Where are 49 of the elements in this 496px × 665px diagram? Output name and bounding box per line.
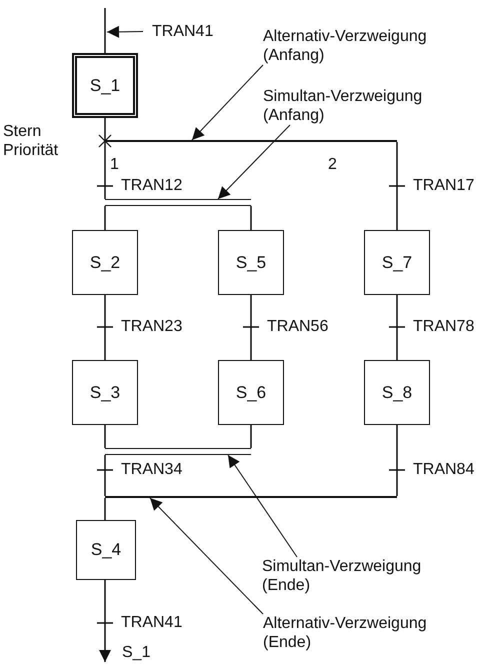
step-box: S_4 — [76, 520, 136, 580]
step-box: S_7 — [364, 230, 430, 295]
double-branch-line — [105, 199, 251, 206]
jump-target-label: S_1 — [122, 643, 162, 662]
flow-line — [104, 142, 106, 199]
step-box: S_5 — [218, 230, 284, 295]
step-box: S_8 — [364, 360, 430, 425]
transition-label: TRAN41 — [152, 22, 222, 41]
flow-line — [396, 142, 398, 230]
flow-line — [104, 455, 106, 496]
branch-number: 2 — [328, 155, 338, 174]
flow-line — [396, 295, 398, 360]
flow-line — [104, 118, 106, 140]
double-branch-line — [105, 448, 251, 455]
callout-text: Alternativ-Verzweigung (Anfang) — [263, 27, 468, 65]
flow-arrow — [99, 580, 111, 662]
flow-line — [104, 8, 106, 53]
flow-line — [104, 498, 106, 520]
branch-number: 1 — [110, 155, 120, 174]
flow-line — [250, 425, 252, 448]
transition-label: TRAN41 — [121, 613, 182, 632]
branch-line — [105, 496, 397, 498]
step-box: S_3 — [72, 360, 138, 425]
transition-label: TRAN12 — [121, 176, 182, 195]
transition-label: TRAN34 — [121, 460, 182, 479]
initial-step-box: S_1 — [72, 53, 138, 118]
leader-arrow — [228, 454, 298, 558]
leader-arrow — [106, 26, 144, 38]
leader-arrow — [192, 64, 264, 140]
leader-arrow — [150, 498, 264, 614]
step-box: S_6 — [218, 360, 284, 425]
branch-line — [105, 140, 397, 142]
transition-label: TRAN78 — [413, 317, 474, 336]
flow-line — [104, 425, 106, 448]
flow-line — [396, 425, 398, 496]
callout-text: Simultan-Verzweigung (Anfang) — [263, 87, 468, 125]
flow-line — [104, 206, 106, 230]
flow-line — [104, 295, 106, 360]
transition-label: TRAN17 — [413, 176, 474, 195]
transition-label: TRAN56 — [267, 317, 328, 336]
transition-label: TRAN84 — [413, 460, 474, 479]
step-box: S_2 — [72, 230, 138, 295]
flow-line — [250, 206, 252, 230]
callout-text: Simultan-Verzweigung (Ende) — [262, 557, 467, 595]
callout-text: Alternativ-Verzweigung (Ende) — [263, 614, 468, 652]
flow-line — [250, 295, 252, 360]
leader-arrow — [218, 124, 290, 200]
priority-note: Stern Priorität — [3, 122, 60, 160]
transition-label: TRAN23 — [121, 317, 182, 336]
